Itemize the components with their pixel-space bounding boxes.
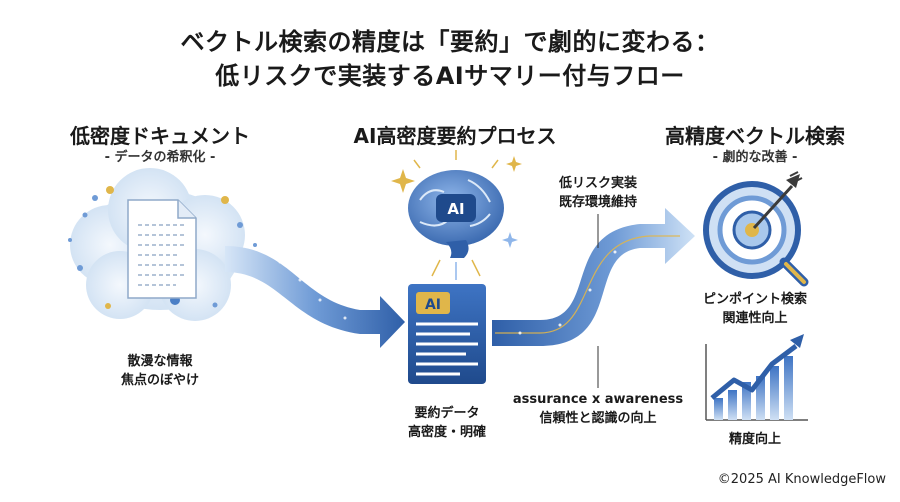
lower-note: assurance x awareness 信頼性と認識の向上 <box>510 390 686 428</box>
chart-caption: 精度向上 <box>728 432 781 447</box>
middle-title: AI高密度要約プロセス <box>353 124 557 148</box>
middle-caption-line1: 要約データ <box>414 406 480 421</box>
radiating-lines <box>413 150 499 280</box>
target-caption: ピンポイント検索 関連性向上 <box>680 290 830 328</box>
flow-arrow-right <box>492 208 695 346</box>
page-title-line1: ベクトル検索の精度は「要約」で劇的に変わる： <box>180 28 720 56</box>
left-caption-line1: 散漫な情報 <box>127 354 193 369</box>
doc-badge: AI <box>425 297 441 313</box>
flow-arrow-left <box>225 246 405 348</box>
left-caption: 散漫な情報 焦点のぼやけ <box>85 352 235 390</box>
copyright-text: ©2025 AI KnowledgeFlow <box>717 472 886 487</box>
lower-note-line2: 信頼性と認識の向上 <box>539 411 657 426</box>
left-title: 低密度ドキュメント <box>70 124 250 148</box>
arrow-dart-icon <box>752 171 803 230</box>
document-icon <box>127 199 197 299</box>
target-caption-line2: 関連性向上 <box>722 311 788 326</box>
middle-caption-line2: 高密度・明確 <box>407 425 486 440</box>
target-icon <box>703 181 809 287</box>
right-subtitle: - 劇的な改善 - <box>712 150 798 165</box>
sparkle-icon <box>391 156 522 248</box>
summary-document-icon: AI <box>408 284 486 384</box>
brain-badge: AI <box>447 200 464 218</box>
brain-icon: AI <box>408 170 504 258</box>
right-title: 高精度ベクトル検索 <box>665 124 845 148</box>
upper-note-line1: 低リスク実装 <box>558 176 637 191</box>
upper-note-line2: 既存環境維持 <box>558 195 637 210</box>
lower-note-line1: assurance x awareness <box>512 392 684 407</box>
rising-chart-icon <box>705 334 808 421</box>
page-title-line2: 低リスクで実装するAIサマリー付与フロー <box>215 62 685 90</box>
middle-caption: 要約データ 高密度・明確 <box>372 404 522 442</box>
left-caption-line2: 焦点のぼやけ <box>120 373 199 388</box>
upper-note: 低リスク実装 既存環境維持 <box>536 174 660 212</box>
left-subtitle: - データの希釈化 - <box>104 150 216 165</box>
target-caption-line1: ピンポイント検索 <box>702 292 807 307</box>
